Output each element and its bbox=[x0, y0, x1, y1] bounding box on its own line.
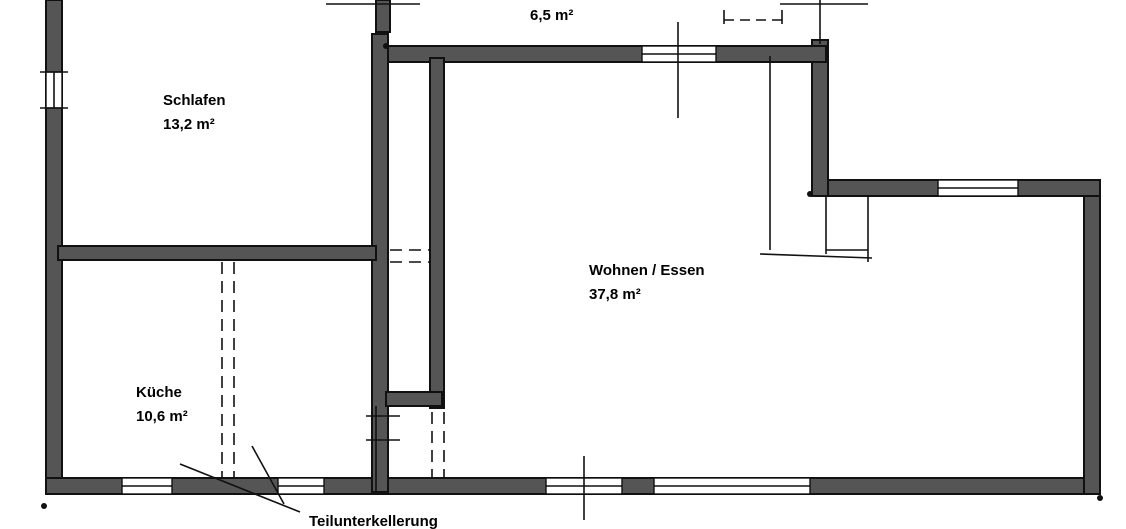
wall-shaft-bottom bbox=[385, 391, 443, 407]
wall-right bbox=[1083, 181, 1101, 495]
room-name-wohnen: Wohnen / Essen bbox=[589, 262, 705, 279]
wall-shaft-right bbox=[429, 57, 445, 409]
wall-top-living bbox=[381, 45, 827, 63]
room-area-wohnen: 37,8 m² bbox=[589, 286, 641, 303]
wall-center-left bbox=[371, 33, 389, 493]
note-basement: Teilunterkellerung bbox=[309, 513, 438, 529]
wall-top-small bbox=[375, 0, 391, 33]
room-area-kueche: 10,6 m² bbox=[136, 408, 188, 425]
room-name-kueche: Küche bbox=[136, 384, 182, 401]
room-area-top: 6,5 m² bbox=[530, 7, 573, 24]
room-name-schlafen: Schlafen bbox=[163, 92, 226, 109]
wall-schlafen-kueche bbox=[57, 245, 377, 261]
leader-line-2 bbox=[251, 445, 285, 505]
leader-line-1 bbox=[179, 463, 301, 513]
wall-recess bbox=[811, 39, 829, 197]
room-area-schlafen: 13,2 m² bbox=[163, 116, 215, 133]
